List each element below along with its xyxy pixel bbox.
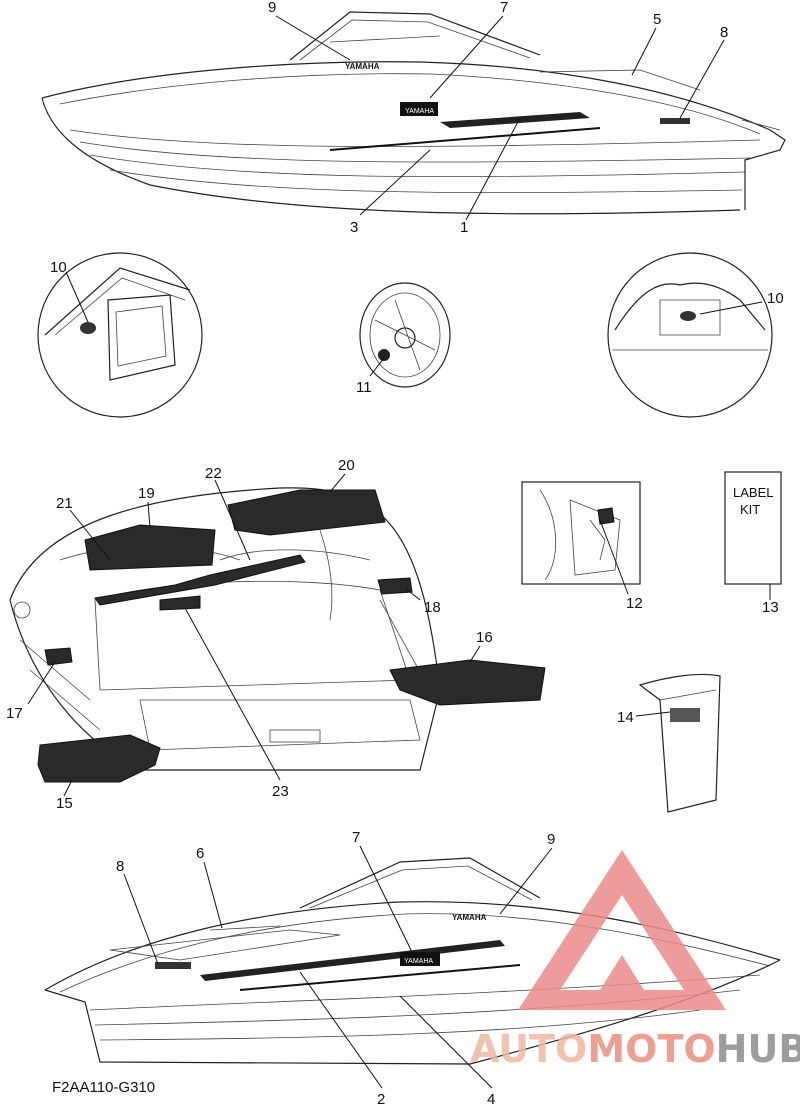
callout-13: 13 — [762, 599, 779, 616]
svg-text:YAMAHA: YAMAHA — [405, 108, 434, 115]
callout-11: 11 — [356, 379, 372, 396]
label-kit-line2: KIT — [740, 502, 760, 517]
boat-top-side-view: YAMAHA YAMAHA — [41, 11, 786, 215]
callout-15: 15 — [56, 795, 73, 812]
callout-8-bottom: 8 — [116, 858, 124, 875]
callout-16: 16 — [476, 629, 493, 646]
callout-12: 12 — [626, 595, 643, 612]
detail-box-12 — [521, 481, 641, 585]
part-14-plate — [638, 673, 721, 813]
callout-7-top: 7 — [500, 0, 508, 16]
callout-9-bottom: 9 — [547, 831, 555, 848]
callout-10-left: 10 — [50, 259, 67, 276]
callout-7-bottom: 7 — [352, 829, 360, 846]
label-kit-line1: LABEL — [733, 485, 773, 500]
detail-bow-circle — [37, 252, 203, 418]
detail-steering-wheel — [359, 282, 451, 388]
decal-yamaha-bottom: YAMAHA — [452, 913, 487, 922]
callout-22: 22 — [205, 465, 222, 482]
detail-stern-circle — [607, 252, 773, 418]
callout-9-top: 9 — [268, 0, 276, 16]
decal-yamaha-top: YAMAHA — [345, 62, 380, 71]
cockpit-view — [9, 487, 546, 783]
callout-8-top: 8 — [720, 24, 728, 41]
callout-21: 21 — [56, 495, 73, 512]
callout-19: 19 — [138, 485, 155, 502]
callout-20: 20 — [338, 457, 355, 474]
bottom-leaders — [123, 845, 553, 1089]
top-leaders — [275, 15, 725, 221]
callout-5: 5 — [653, 11, 661, 28]
callout-3: 3 — [350, 219, 358, 236]
callout-4: 4 — [487, 1091, 495, 1106]
callout-1: 1 — [460, 219, 468, 236]
callout-10-right: 10 — [767, 290, 784, 307]
callout-2: 2 — [377, 1091, 385, 1106]
label-kit: LABEL KIT — [724, 471, 782, 585]
callout-23: 23 — [272, 783, 289, 800]
cockpit-leaders — [27, 473, 481, 797]
diagram-code: F2AA110-G310 — [52, 1079, 155, 1096]
callout-18: 18 — [424, 599, 441, 616]
callout-17: 17 — [6, 705, 23, 722]
watermark-auto: AUTOMOTOHUB — [470, 1027, 800, 1071]
callout-14: 14 — [617, 709, 634, 726]
svg-text:YAMAHA: YAMAHA — [404, 958, 433, 965]
callout-6: 6 — [196, 845, 204, 862]
watermark-logo: AUTOMOTOHUB — [470, 850, 800, 1071]
